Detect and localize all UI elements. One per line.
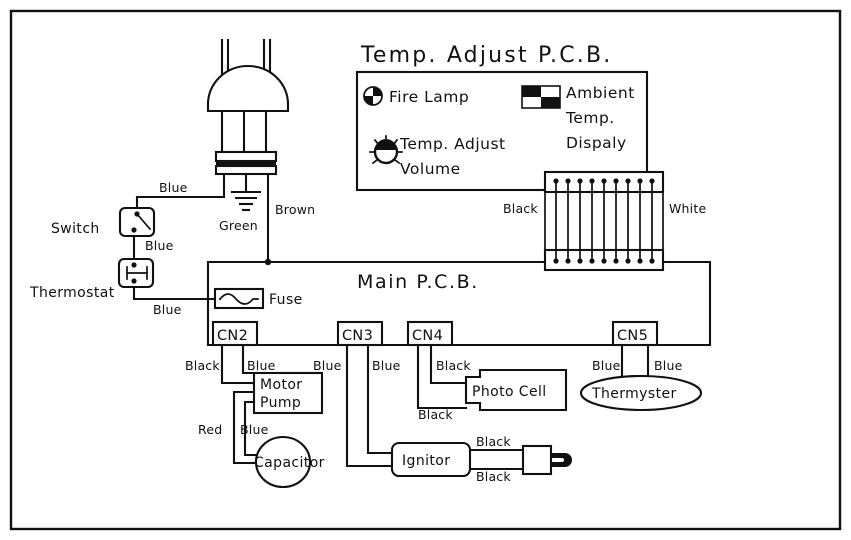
label-photo-cell: Photo Cell <box>472 384 547 400</box>
outer-frame <box>9 9 842 531</box>
spark-electrode-symbol <box>521 444 572 476</box>
label-cn4: CN4 <box>412 328 443 344</box>
label-thermostat-blue: Blue <box>153 302 182 317</box>
wire-cn4-black-top-to-photocell <box>429 343 468 385</box>
label-switch-blue: Blue <box>145 238 174 253</box>
label-cn5-blue-right: Blue <box>654 358 683 373</box>
label-volume-line2: Volume <box>400 160 461 178</box>
label-cn2-blue: Blue <box>247 358 276 373</box>
label-ignitor: Ignitor <box>402 453 450 469</box>
wire-cn2-black-to-motor <box>220 343 256 385</box>
title-temp-adjust-pcb: Temp. Adjust P.C.B. <box>360 43 612 68</box>
temp-adjust-pcb-box <box>355 70 649 192</box>
label-cn2: CN2 <box>217 328 248 344</box>
title-main-pcb: Main P.C.B. <box>357 271 479 293</box>
ribbon-cable-connector <box>543 170 665 272</box>
main-pcb-outline-right <box>206 260 712 347</box>
ambient-temp-display-icon <box>521 85 561 109</box>
label-cn4-black-bottom: Black <box>418 407 453 422</box>
label-ignitor-black-top: Black <box>476 434 511 449</box>
label-plug-green: Green <box>219 218 258 233</box>
wire-cn3-blue-right-to-ignitor <box>366 343 394 455</box>
fuse-symbol <box>213 287 265 310</box>
wire-cn2-blue-to-motor <box>241 343 256 375</box>
label-cn4-black-top: Black <box>436 358 471 373</box>
thermostat-symbol <box>117 257 155 289</box>
label-ribbon-white: White <box>669 201 706 216</box>
label-thermyster: Thermyster <box>591 386 677 402</box>
label-cn3: CN3 <box>342 328 373 344</box>
label-motor-pump-line1: Motor <box>260 377 302 393</box>
label-fuse: Fuse <box>269 292 303 308</box>
label-motor-pump-line2: Pump <box>260 395 301 411</box>
label-capacitor: Capacitor <box>254 455 325 471</box>
label-volume-line1: Temp. Adjust <box>399 135 506 153</box>
label-ambient-line1: Ambient <box>566 84 635 102</box>
wire-motor-blue-to-capacitor <box>243 400 266 457</box>
wire-plug-to-switch <box>135 195 226 210</box>
temp-adjust-volume-knob-icon <box>369 135 403 165</box>
connector-cn4[interactable]: CN4 <box>406 320 454 347</box>
motor-pump-box <box>252 371 324 415</box>
label-capacitor-red: Red <box>198 422 222 437</box>
thermyster-symbol <box>579 374 703 412</box>
label-cn3-blue-left: Blue <box>313 358 342 373</box>
ground-symbol <box>230 190 262 212</box>
label-cn5-blue-left: Blue <box>592 358 621 373</box>
label-ribbon-black: Black <box>503 201 538 216</box>
capacitor-symbol <box>254 435 312 489</box>
label-cn2-black: Black <box>185 358 220 373</box>
wire-cn3-blue-left-to-ignitor <box>345 343 394 468</box>
photo-cell-body <box>464 368 568 412</box>
label-cn3-blue-right: Blue <box>372 358 401 373</box>
connector-cn2[interactable]: CN2 <box>211 320 259 347</box>
power-plug-symbol <box>206 38 290 264</box>
connector-cn5[interactable]: CN5 <box>611 320 659 347</box>
label-switch: Switch <box>51 221 100 237</box>
label-plug-brown: Brown <box>275 202 315 217</box>
label-ambient-line2: Temp. <box>565 109 615 127</box>
fire-lamp-icon <box>363 86 383 106</box>
label-ambient-line3: Dispaly <box>566 134 627 152</box>
label-capacitor-blue: Blue <box>240 422 269 437</box>
switch-symbol <box>118 206 156 238</box>
label-cn5: CN5 <box>617 328 648 344</box>
connector-cn3[interactable]: CN3 <box>336 320 384 347</box>
ignitor-box <box>390 441 472 478</box>
wire-motor-red-to-capacitor <box>232 390 266 465</box>
wire-cn4-black-bottom-to-photocell <box>416 343 468 410</box>
label-fire-lamp: Fire Lamp <box>389 88 469 106</box>
label-ignitor-black-bottom: Black <box>476 469 511 484</box>
wire-thermostat-to-fuse <box>132 285 217 301</box>
label-thermostat: Thermostat <box>29 285 115 301</box>
label-plug-blue: Blue <box>159 180 188 195</box>
